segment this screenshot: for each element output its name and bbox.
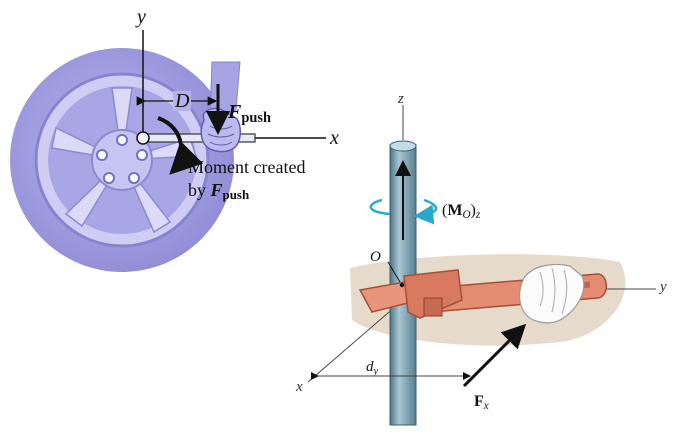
left-x-axis-label: x xyxy=(330,127,339,149)
moment-open-paren: ( xyxy=(442,202,448,219)
origin-dot xyxy=(399,282,405,288)
moment-circle-arrow xyxy=(369,200,437,216)
moment-arrow-left xyxy=(157,116,204,175)
lug-nuts xyxy=(96,134,148,184)
moment-sub-z: z xyxy=(475,209,481,222)
dy-symbol: d xyxy=(366,359,374,375)
moment-caption-force-subscript: push xyxy=(222,187,250,203)
wrench-adjuster xyxy=(423,297,443,317)
moment-sub-o: O xyxy=(462,209,471,222)
force-fx-label: Fx xyxy=(474,393,489,413)
moment-mo-z-label: (MO)z xyxy=(442,202,481,222)
origin-label: O xyxy=(370,249,381,265)
wrench-socket xyxy=(136,131,150,145)
origin-leader xyxy=(387,261,401,283)
dy-label: dy xyxy=(366,359,379,378)
dy-subscript: y xyxy=(373,366,379,378)
right-y-axis-label: y xyxy=(660,279,667,295)
right-hand-lines xyxy=(539,267,568,315)
pipe-figure xyxy=(307,105,656,426)
moment-close-paren: ) xyxy=(470,202,476,219)
wheel-figure xyxy=(10,30,326,272)
distance-label: D xyxy=(173,90,192,112)
right-x-axis xyxy=(307,299,404,383)
force-push-subscript: push xyxy=(241,109,271,126)
force-push-symbol: F xyxy=(228,101,242,123)
left-y-axis-label: y xyxy=(137,6,146,28)
moment-caption-force-symbol: F xyxy=(210,180,223,200)
force-push-label: Fpush xyxy=(228,101,271,125)
moment-symbol: M xyxy=(447,202,463,219)
force-x-arrow xyxy=(462,323,527,388)
right-hand-icon xyxy=(518,263,585,324)
moment-caption-line1: Moment created xyxy=(188,157,306,177)
right-x-axis-label: x xyxy=(296,379,303,395)
pipe-top xyxy=(389,140,417,152)
force-fx-symbol: F xyxy=(474,393,484,410)
force-fx-subscript: x xyxy=(483,400,489,413)
moment-caption-prefix: by xyxy=(188,180,211,200)
right-z-axis-label: z xyxy=(398,91,404,107)
moment-caption-line2: by Fpush xyxy=(188,180,250,203)
